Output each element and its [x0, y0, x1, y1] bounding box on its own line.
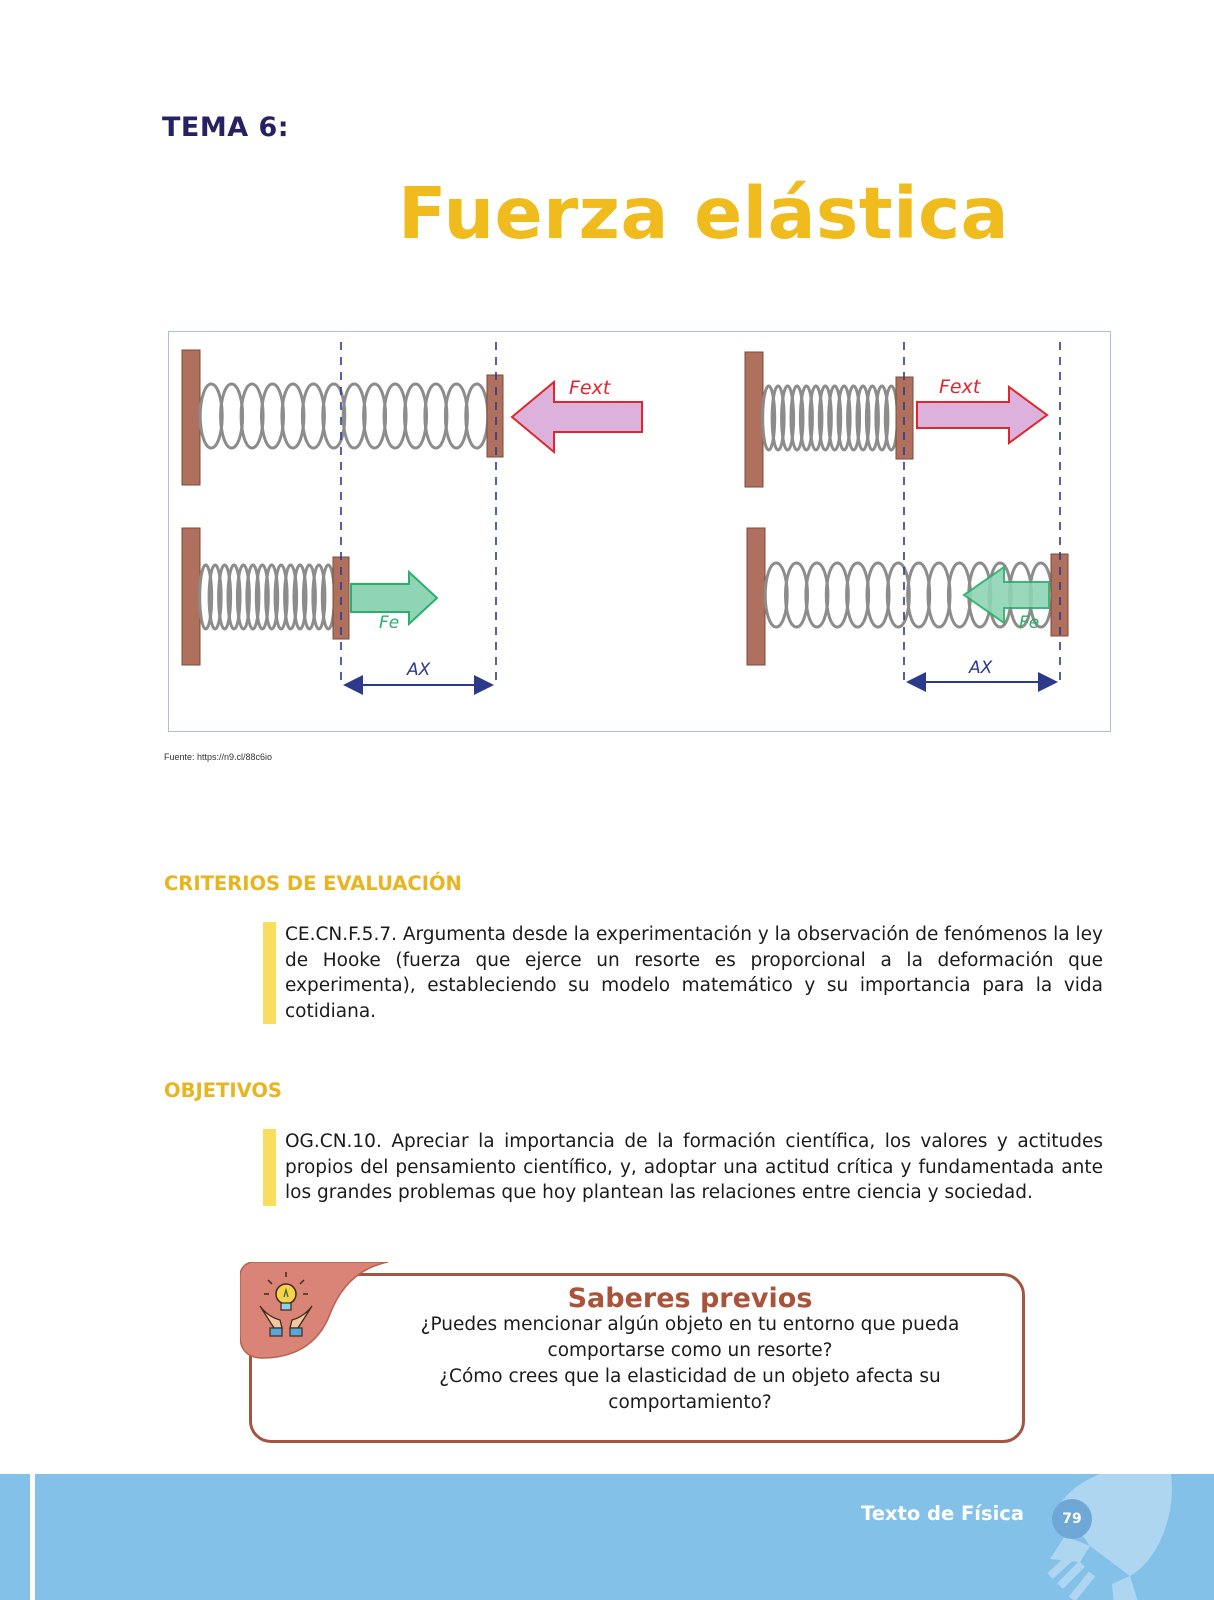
spring-coil [254, 563, 270, 631]
lightbulb-hands-icon [259, 1272, 313, 1337]
spring-coil [273, 563, 289, 631]
spring-coil [836, 384, 852, 452]
spring-coil [264, 563, 280, 631]
spring-coil [464, 382, 490, 450]
block-bottom-right [1050, 553, 1069, 637]
spring-coil [761, 384, 777, 452]
footer-text: Texto de Física [860, 1502, 1024, 1525]
dx-label-left: AX [406, 660, 431, 680]
spring-coil [874, 384, 890, 452]
spring-coil [804, 561, 830, 629]
spring-coil [443, 382, 469, 450]
spring-coil [817, 384, 833, 452]
spring-coil [382, 382, 408, 450]
spring-coil [235, 563, 251, 631]
fe-arrow-left [350, 569, 439, 627]
spring-coil [865, 561, 891, 629]
spring-coil [798, 384, 814, 452]
spring-coil [403, 382, 428, 450]
spring-coil [292, 563, 308, 631]
footer-divider [30, 1474, 35, 1600]
spring-coil [855, 384, 871, 452]
spring-coil [239, 382, 265, 450]
objetivos-text: OG.CN.10. Apreciar la importancia de la … [285, 1131, 1103, 1203]
spring-coil [824, 561, 850, 629]
spring-coil [906, 561, 932, 629]
criterios-heading: CRITERIOS DE EVALUACIÓN [164, 872, 462, 895]
spring-coil [207, 563, 223, 631]
wall-top-right [744, 351, 764, 488]
page-title: Fuerza elástica [398, 172, 1010, 255]
wall-top-left [181, 349, 201, 486]
spring-coil [301, 563, 317, 631]
fext-arrow-left [510, 379, 643, 455]
spring-coil [423, 382, 449, 450]
objetivos-block: OG.CN.10. Apreciar la importancia de la … [263, 1129, 1103, 1206]
spring-coil [362, 382, 388, 450]
spring-coil [198, 563, 214, 631]
criterios-bar [263, 922, 276, 1024]
saberes-question-2: ¿Cómo crees que la elasticidad de un obj… [439, 1366, 941, 1413]
page-footer: Texto de Física 79 [0, 1474, 1214, 1600]
spring-coil [300, 382, 326, 450]
spring-coil [226, 563, 242, 631]
wall-bottom-left [181, 527, 201, 666]
criterios-block: CE.CN.F.5.7. Argumenta desde la experime… [263, 922, 1103, 1024]
spring-coil [780, 384, 796, 452]
spring-coil [217, 563, 233, 631]
block-top-left [486, 374, 504, 458]
hooke-spring-figure: Fext Fe AX Fext Fe AX [168, 331, 1111, 732]
spring-coil [260, 382, 285, 450]
saberes-question-1: ¿Puedes mencionar algún objeto en tu ent… [420, 1314, 960, 1361]
page-number: 79 [1052, 1499, 1092, 1539]
wall-bottom-right [746, 527, 766, 666]
spring-coil [283, 563, 299, 631]
spring-coil [341, 382, 367, 450]
saberes-title: Saberes previos [567, 1283, 813, 1314]
dx-label-right: AX [968, 658, 993, 678]
fext-label-left: Fext [569, 377, 612, 399]
spring-top-left [198, 382, 490, 450]
spring-coil [311, 563, 327, 631]
objetivos-bar [263, 1129, 276, 1206]
spring-coil [770, 384, 786, 452]
topic-number: TEMA 6: [162, 112, 290, 143]
fe-label-left: Fe [379, 613, 399, 633]
spring-coil [219, 382, 245, 450]
saberes-tab [240, 1262, 388, 1359]
spring-coil [280, 382, 306, 450]
spring-coil [784, 561, 809, 629]
spring-top-right [761, 384, 899, 452]
spring-coil [763, 561, 789, 629]
spring-coil [885, 561, 911, 629]
spring-coil [846, 384, 862, 452]
spring-coil [827, 384, 843, 452]
fext-arrow-right [916, 385, 1049, 445]
spring-coil [198, 382, 224, 450]
fe-label-right: Fe [1019, 613, 1039, 633]
spring-coil [926, 561, 952, 629]
spring-coil [808, 384, 824, 452]
spring-coil [321, 382, 347, 450]
figure-source: Fuente: https://n9.cl/88c6io [164, 752, 273, 762]
spring-coil [864, 384, 880, 452]
spring-coil [789, 384, 805, 452]
criterios-text: CE.CN.F.5.7. Argumenta desde la experime… [285, 924, 1103, 1022]
spring-bottom-left [198, 563, 336, 631]
fe-arrow-right [962, 565, 1050, 625]
fext-label-right: Fext [939, 376, 982, 398]
spring-coil [845, 561, 871, 629]
spring-coil [245, 563, 261, 631]
saberes-previos-box [249, 1273, 1025, 1443]
rocket-icon [1047, 1474, 1172, 1600]
spring-diagram: Fext Fe AX Fext Fe AX [181, 342, 1069, 695]
objetivos-heading: OBJETIVOS [164, 1079, 282, 1102]
